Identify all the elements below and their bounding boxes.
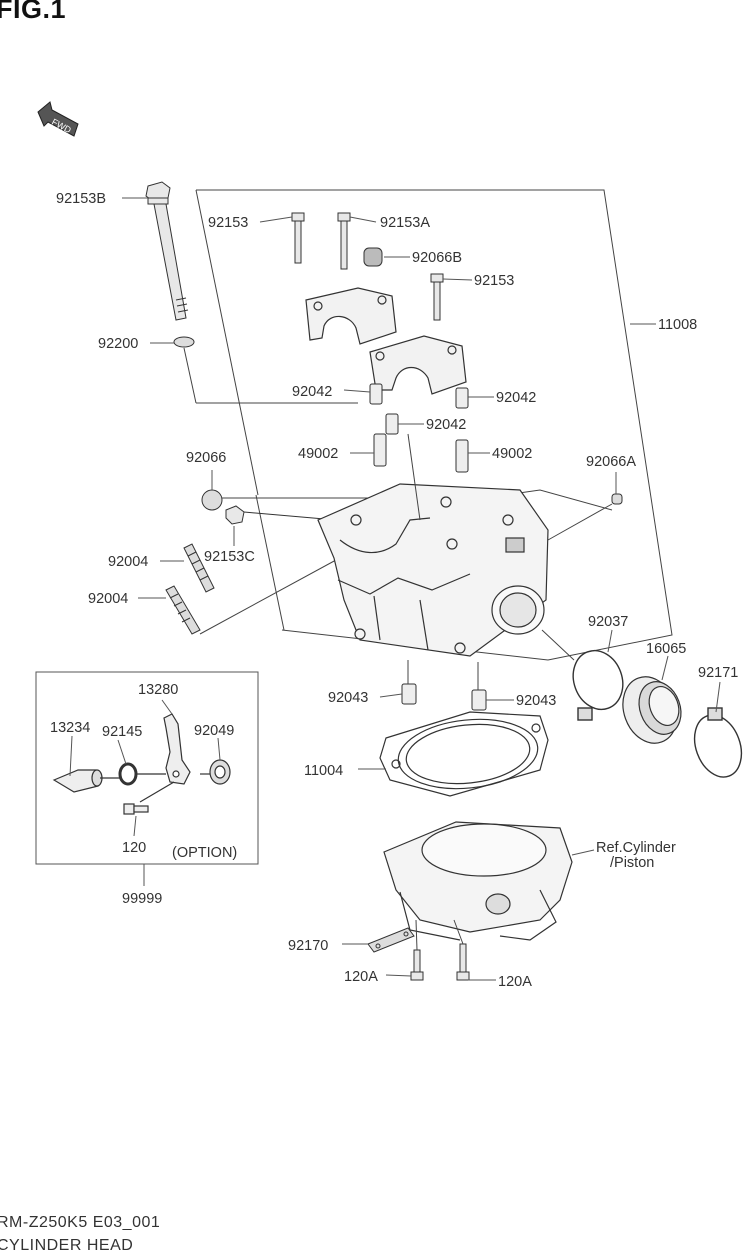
guide-49002-a bbox=[373, 433, 387, 467]
callout-labels: 92153B 92153 92153A 92066B 92153 11008 9… bbox=[50, 191, 738, 990]
option-parts bbox=[52, 713, 231, 815]
intake-pipe-16065 bbox=[622, 676, 682, 744]
clamp-92037 bbox=[572, 649, 624, 721]
stay-92170 bbox=[367, 927, 415, 953]
option-label: (OPTION) bbox=[172, 845, 237, 861]
bolt-92153a bbox=[337, 212, 351, 270]
ref-cylinder-label: Ref.Cylinder bbox=[596, 840, 676, 856]
callout-49002-b: 49002 bbox=[492, 446, 532, 462]
callout-13280: 13280 bbox=[138, 682, 178, 698]
camshaft-holder-right bbox=[369, 335, 467, 395]
callout-92153b: 92153B bbox=[56, 191, 106, 207]
callout-92049: 92049 bbox=[194, 723, 234, 739]
callout-120a-a: 120A bbox=[344, 969, 378, 985]
callout-92066: 92066 bbox=[186, 450, 226, 466]
cylinder-head bbox=[317, 483, 549, 657]
dowel-92043-b bbox=[471, 689, 487, 711]
callout-92170: 92170 bbox=[288, 938, 328, 954]
callout-11008: 11008 bbox=[658, 317, 697, 333]
plug-92066 bbox=[201, 489, 223, 511]
head-gasket-11004 bbox=[379, 711, 549, 797]
ref-piston-label: /Piston bbox=[610, 855, 654, 871]
stud-92004-a bbox=[183, 543, 215, 593]
guide-49002-b bbox=[455, 439, 469, 473]
plug-92066b bbox=[363, 247, 383, 267]
callout-92153-a: 92153 bbox=[208, 215, 248, 231]
callout-92171: 92171 bbox=[698, 665, 738, 681]
callout-13234: 13234 bbox=[50, 720, 90, 736]
bolt-92153-right bbox=[430, 273, 444, 321]
stud-92004-b bbox=[165, 585, 201, 635]
fwd-arrow-icon: FWD bbox=[37, 101, 79, 137]
callout-92037: 92037 bbox=[588, 614, 628, 630]
option-kit-box bbox=[35, 671, 259, 865]
callout-120: 120 bbox=[122, 840, 146, 856]
figure-title: FIG.1 bbox=[0, 0, 67, 24]
callout-16065: 16065 bbox=[646, 641, 686, 657]
callout-120a-b: 120A bbox=[498, 974, 532, 990]
callout-49002-a: 49002 bbox=[298, 446, 338, 462]
callout-92153-b: 92153 bbox=[474, 273, 514, 289]
bolt-92153b bbox=[145, 181, 189, 321]
camshaft-holder-left bbox=[305, 287, 397, 345]
washer-92200 bbox=[173, 336, 195, 348]
plug-92066a bbox=[611, 493, 623, 505]
callout-92043-b: 92043 bbox=[516, 693, 556, 709]
callout-92004-a: 92004 bbox=[108, 554, 148, 570]
dowel-92042-b bbox=[455, 387, 469, 409]
leader-lines bbox=[69, 197, 721, 981]
callout-92066a: 92066A bbox=[586, 454, 636, 470]
bolt-120a-left bbox=[410, 949, 424, 981]
callout-92066b: 92066B bbox=[412, 250, 462, 266]
clamp-92171 bbox=[693, 707, 743, 778]
callout-92042-a: 92042 bbox=[292, 384, 332, 400]
callout-92042-b: 92042 bbox=[496, 390, 536, 406]
footer-section: CYLINDER HEAD bbox=[0, 1237, 134, 1254]
callout-92153a: 92153A bbox=[380, 215, 430, 231]
callout-92042-c: 92042 bbox=[426, 417, 466, 433]
cylinder-head-assembly-outline bbox=[195, 189, 673, 661]
bolt-120a-right bbox=[456, 943, 470, 981]
cylinder-ref bbox=[383, 821, 573, 941]
callout-92004-b: 92004 bbox=[88, 591, 128, 607]
callout-11004: 11004 bbox=[304, 763, 343, 779]
callout-92145: 92145 bbox=[102, 724, 142, 740]
footer-code: RM-Z250K5 E03_001 bbox=[0, 1214, 161, 1231]
dowel-92042-a bbox=[369, 383, 383, 405]
callout-99999: 99999 bbox=[122, 891, 162, 907]
callout-92200: 92200 bbox=[98, 336, 138, 352]
bolt-92153-left bbox=[291, 212, 305, 264]
dowel-92043-a bbox=[401, 683, 417, 705]
callout-92153c: 92153C bbox=[204, 549, 255, 565]
callout-92043-a: 92043 bbox=[328, 690, 368, 706]
dowel-92042-c bbox=[385, 413, 399, 435]
